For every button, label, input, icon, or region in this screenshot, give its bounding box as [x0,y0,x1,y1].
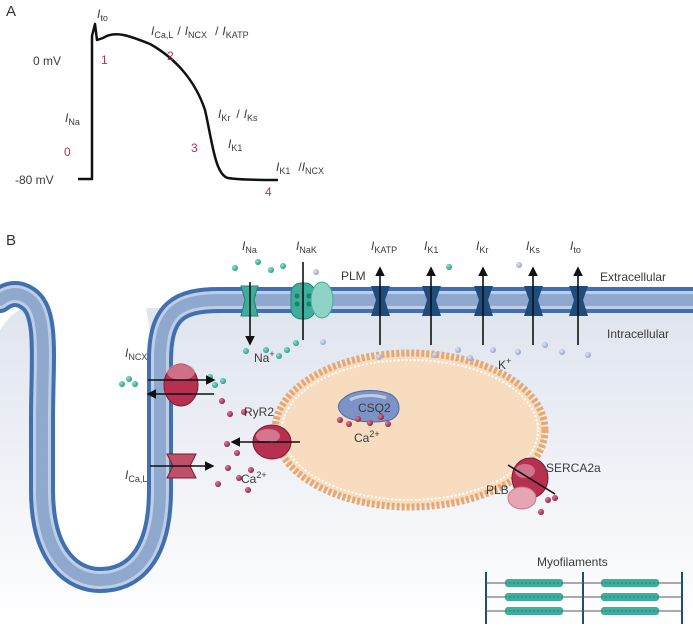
channel-label-ito: Ito [570,239,581,255]
k-ion-label: K+ [498,356,511,372]
ina-label: INa [65,111,80,127]
ik1-incx-label: IK1/INCX [276,160,324,176]
nak-pump [290,262,316,340]
minus-80-mv-label: -80 mV [15,173,54,187]
intracellular-label: Intracellular [607,327,669,341]
ical-label: ICa,L [125,468,147,484]
ca-ions-serca [538,495,558,515]
ito-channel [569,266,588,345]
ca-ions-left [215,398,254,493]
ryr2-label: RyR2 [244,405,274,419]
ikatp-channel [371,266,390,345]
phase-1: 1 [101,53,108,67]
channel-label-ik1: IK1 [424,239,438,255]
channel-label-ikatp: IKATP [371,239,397,255]
phase-0: 0 [64,145,71,159]
ca-ions-sr [337,414,391,427]
ito-label: Ito [97,7,108,23]
ical-channel [150,453,215,479]
sarcolemma [0,281,693,594]
plb-protein [507,486,537,510]
plb-label: PLB [486,483,509,497]
panel-b: B Extracellular Intracellular INa [0,232,693,628]
extracellular-label: Extracellular [600,270,666,284]
myofilaments [485,572,683,624]
ca-ion-label-left: Ca2+ [241,470,267,486]
sarcoplasmic-reticulum [271,349,549,511]
channel-label-ina: INa [242,239,257,255]
ncx-exchanger [146,363,216,407]
channel-label-ikr: IKr [476,239,488,255]
phase-4: 4 [265,185,272,199]
myofilaments-label: Myofilaments [537,555,608,569]
phase-2: 2 [167,49,174,63]
panel-a-label: A [6,3,16,20]
ryr2-channel [230,424,300,460]
csq2-protein [337,390,400,423]
ca-ion-label-sr: Ca2+ [354,429,380,445]
iks-channel [524,266,543,345]
serca2a-label: SERCA2a [546,461,601,475]
ikr-channel [474,266,493,345]
k-ions [313,262,591,361]
zero-mv-label: 0 mV [33,54,61,68]
action-potential-trace [78,22,279,182]
ina-channel [240,282,259,346]
incx-label: INCX [125,346,147,362]
ik1-label: IK1 [228,137,242,153]
panel-b-label: B [6,232,16,249]
csq2-label: CSQ2 [358,401,391,415]
phase-3: 3 [191,141,198,155]
ical-label: ICa,L/INCX/IKATP [151,24,249,40]
plm-protein [310,281,334,319]
ik1-channel [422,266,441,345]
channel-label-iks: IKs [526,239,540,255]
channel-label-inak: INaK [296,239,317,255]
na-ion-label: Na+ [254,349,275,365]
panel-a: A 0 mV -80 mV 0 1 2 3 4 Ito ICa,L/INCX/I… [6,3,324,199]
ikr-iks-label: IKr/IKs [218,107,258,123]
plm-label: PLM [341,269,366,283]
serca2a-pump [507,457,556,499]
